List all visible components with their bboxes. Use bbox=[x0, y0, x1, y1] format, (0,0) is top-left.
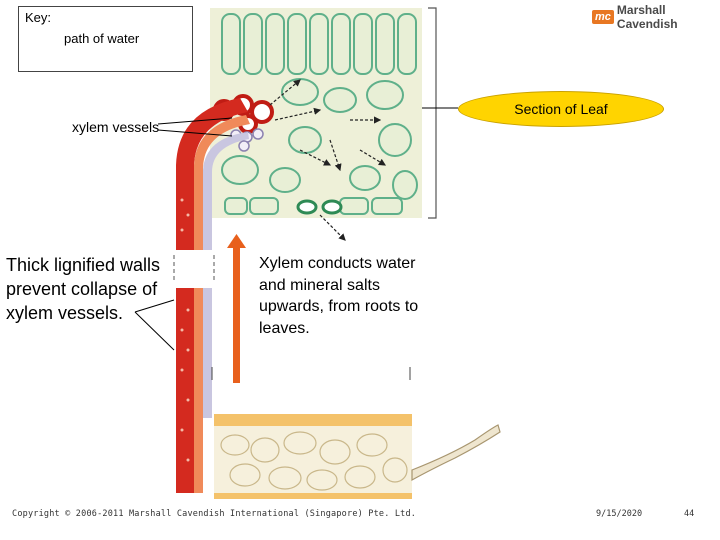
key-title: Key: bbox=[25, 10, 52, 25]
xylem-vessel-lower bbox=[176, 288, 212, 493]
section-of-leaf-text: Section of Leaf bbox=[514, 101, 608, 117]
footer-date: 9/15/2020 bbox=[596, 509, 643, 519]
xylem-conducts-caption: Xylem conducts water and mineral salts u… bbox=[259, 255, 419, 337]
key-box: Key: path of water bbox=[18, 6, 193, 72]
thick-walls-caption: Thick lignified walls prevent collapse o… bbox=[6, 255, 161, 323]
leaf-section bbox=[210, 7, 437, 241]
page-number: 44 bbox=[684, 509, 695, 519]
logo-badge: mc bbox=[592, 10, 614, 24]
key-path-label: path of water bbox=[64, 31, 140, 46]
logo-text: Marshall Cavendish bbox=[616, 3, 678, 31]
xylem-vessels-label: xylem vessels bbox=[72, 119, 160, 135]
upward-water-arrow-icon bbox=[227, 234, 246, 383]
xylem-vessel-upper bbox=[176, 98, 250, 250]
publisher-logo: mc Marshall Cavendish bbox=[592, 3, 720, 31]
copyright-footer: Copyright © 2006-2011 Marshall Cavendish… bbox=[12, 509, 417, 519]
root-section bbox=[214, 414, 501, 499]
section-of-leaf-label: Section of Leaf bbox=[458, 91, 664, 127]
